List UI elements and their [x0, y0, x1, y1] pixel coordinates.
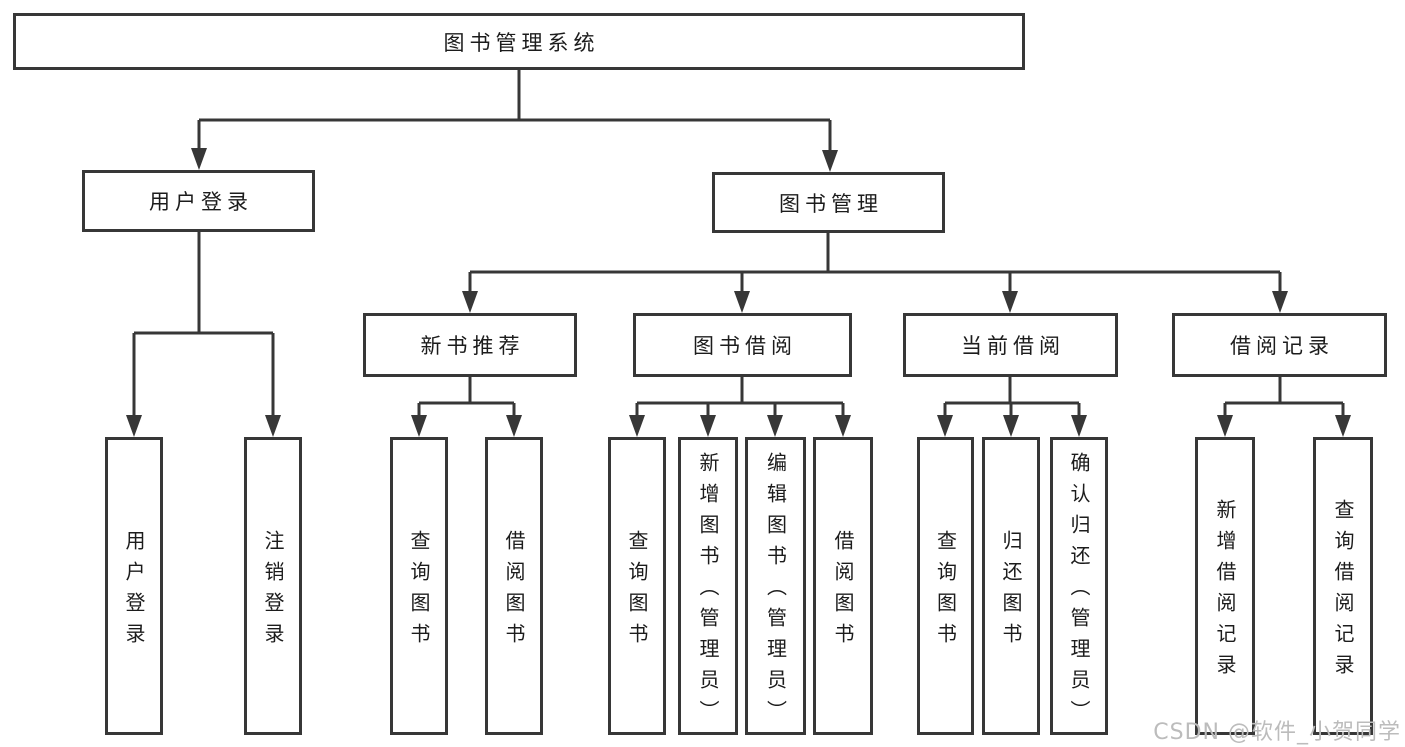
leaf-edit-book-admin: 编辑图书（管理员） — [745, 437, 806, 735]
leaf-logout: 注销登录 — [244, 437, 302, 735]
leaf-return-book: 归还图书 — [982, 437, 1040, 735]
leaf-add-borrow-record-label: 新增借阅记录 — [1213, 498, 1237, 685]
leaf-confirm-return-admin-label: 确认归还（管理员） — [1067, 452, 1091, 731]
node-borrow-records: 借阅记录 — [1172, 313, 1387, 377]
leaf-borrow-book-2-label: 借阅图书 — [831, 529, 855, 654]
leaf-edit-book-admin-label: 编辑图书（管理员） — [763, 452, 788, 731]
leaf-logout-label: 注销登录 — [261, 529, 285, 654]
node-new-book-recommend-label: 新书推荐 — [420, 334, 525, 358]
node-user-login-label: 用户登录 — [149, 190, 253, 214]
arrowheads — [126, 148, 1351, 437]
leaf-query-book-3-label: 查询图书 — [933, 529, 958, 654]
leaf-query-book-1-label: 查询图书 — [407, 529, 431, 654]
node-book-borrow-label: 图书借阅 — [693, 334, 797, 358]
leaf-query-borrow-record-label: 查询借阅记录 — [1331, 498, 1355, 685]
node-root-label: 图书管理系统 — [443, 30, 600, 55]
leaf-user-login: 用户登录 — [105, 437, 163, 735]
node-book-borrow: 图书借阅 — [633, 313, 852, 377]
node-user-login: 用户登录 — [82, 170, 315, 232]
watermark: CSDN @软件_小贺同学 — [1153, 720, 1401, 745]
leaf-query-borrow-record: 查询借阅记录 — [1313, 437, 1373, 735]
node-book-mgmt-label: 图书管理 — [779, 191, 883, 216]
leaf-add-book-admin: 新增图书（管理员） — [678, 437, 738, 735]
leaf-query-book-1: 查询图书 — [390, 437, 448, 735]
node-current-borrow-label: 当前借阅 — [961, 334, 1065, 358]
node-borrow-records-label: 借阅记录 — [1230, 334, 1334, 358]
leaf-borrow-book-2: 借阅图书 — [813, 437, 873, 735]
leaf-confirm-return-admin: 确认归还（管理员） — [1050, 437, 1108, 735]
node-new-book-recommend: 新书推荐 — [363, 313, 577, 377]
leaf-query-book-2: 查询图书 — [608, 437, 666, 735]
leaf-return-book-label: 归还图书 — [999, 529, 1023, 654]
node-root: 图书管理系统 — [13, 13, 1025, 70]
node-book-mgmt: 图书管理 — [712, 172, 945, 233]
leaf-user-login-label: 用户登录 — [122, 529, 146, 654]
leaf-borrow-book-1: 借阅图书 — [485, 437, 543, 735]
tree-edges — [132, 68, 1345, 420]
leaf-add-book-admin-label: 新增图书（管理员） — [696, 452, 720, 731]
leaf-add-borrow-record: 新增借阅记录 — [1195, 437, 1255, 735]
leaf-query-book-2-label: 查询图书 — [625, 529, 649, 654]
node-current-borrow: 当前借阅 — [903, 313, 1118, 377]
leaf-query-book-3: 查询图书 — [917, 437, 974, 735]
leaf-borrow-book-1-label: 借阅图书 — [502, 529, 526, 654]
